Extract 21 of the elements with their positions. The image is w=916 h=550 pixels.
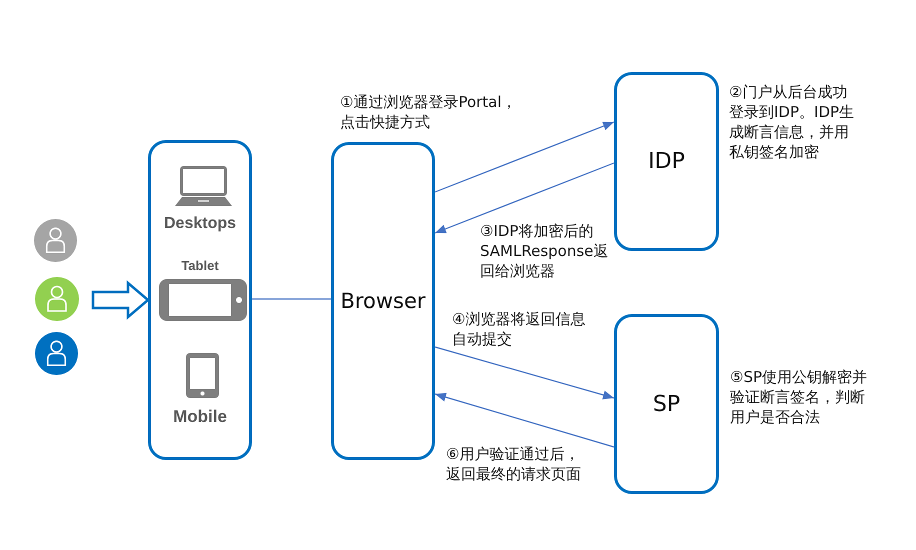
device-label: Tablet xyxy=(181,258,219,274)
annotation-text: ②门户从后台成功登录到IDP。IDP生成断言信息，并用私钥签名加密 xyxy=(729,82,856,162)
box-label: SP xyxy=(652,392,680,416)
device-label: Mobile xyxy=(173,407,227,428)
block-arrow xyxy=(92,280,150,320)
arrow xyxy=(434,162,614,234)
process-box xyxy=(331,142,435,460)
box-label: IDP xyxy=(648,149,685,174)
device-panel xyxy=(148,140,252,460)
annotation-text: ⑤SP使用公钥解密并验证断言签名，判断用户是否合法 xyxy=(730,367,868,427)
process-box xyxy=(614,72,719,251)
arrow xyxy=(434,346,614,400)
user-icon xyxy=(35,332,78,375)
process-box xyxy=(614,314,719,494)
device-label: Desktops xyxy=(164,214,236,234)
user-icon xyxy=(34,219,77,262)
arrow xyxy=(434,121,614,193)
connector-line xyxy=(252,298,331,300)
user-icon xyxy=(35,277,79,321)
box-label: Browser xyxy=(340,289,426,313)
arrow xyxy=(434,392,614,448)
